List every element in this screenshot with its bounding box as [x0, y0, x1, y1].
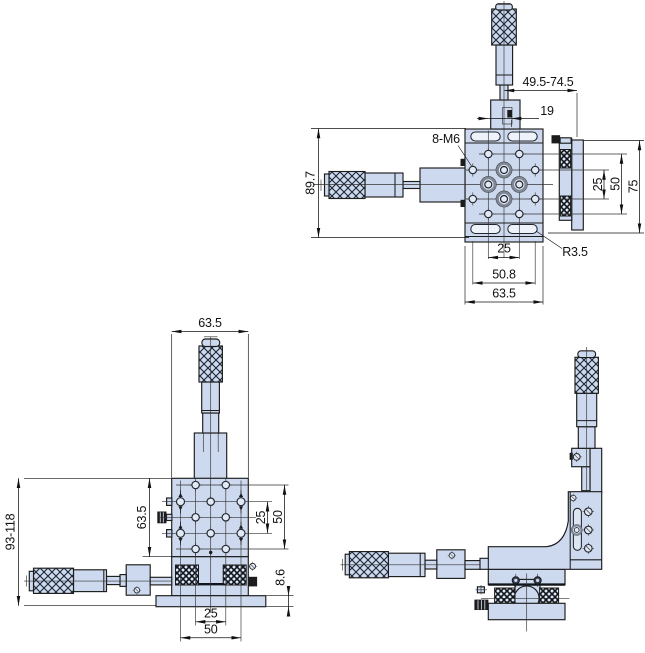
- dim-50-right: 50: [271, 510, 285, 524]
- dim-25-right: 25: [591, 178, 605, 192]
- dim-25-bottom: 25: [204, 606, 218, 620]
- dim-75-right: 75: [627, 180, 641, 194]
- top-dimensions: 49.5-74.5 19 89.7 8-M6 25 50 75 R3.5 25: [304, 75, 644, 305]
- dim-height-range: 93-118: [4, 513, 18, 550]
- dim-25-bottom: 25: [497, 242, 511, 256]
- bearing: [559, 195, 572, 217]
- side-x-micrometer: [340, 549, 499, 579]
- dim-50-8-bottom: 50.8: [492, 268, 516, 282]
- bearing: [494, 587, 516, 604]
- dim-50-bottom: 50: [204, 622, 218, 636]
- side-plate: [571, 139, 584, 231]
- callout-thread: 8-M6: [432, 132, 460, 146]
- side-l-bracket: [479, 491, 603, 570]
- dim-63-5-bottom: 63.5: [492, 287, 516, 301]
- back-plate: [589, 447, 603, 493]
- top-view: 49.5-74.5 19 89.7 8-M6 25 50 75 R3.5 25: [304, 1, 644, 305]
- clamp-screw-tip: [559, 137, 572, 144]
- dim-8-6: 8.6: [274, 569, 288, 586]
- bearing: [539, 587, 560, 604]
- dim-63-5-left: 63.5: [135, 505, 149, 529]
- adjust-screw: [248, 576, 258, 587]
- micrometer-shaft: [402, 180, 421, 190]
- micrometer-barrel: [72, 569, 108, 593]
- bearing: [559, 149, 572, 169]
- callout-radius: R3.5: [562, 245, 588, 259]
- micrometer-cap: [323, 173, 330, 197]
- front-mounting-holes: [175, 477, 246, 560]
- micrometer-spindle: [581, 466, 591, 492]
- mounting-slot: [470, 131, 501, 142]
- front-dimensions: 63.5 93-118 63.5 25 50 8.6 25 50: [4, 316, 294, 640]
- top-y-micrometer: [490, 3, 521, 130]
- dim-50-right: 50: [609, 177, 623, 191]
- micrometer-mount-block: [419, 167, 466, 203]
- side-base-stage: [474, 568, 570, 632]
- micrometer-mount-block: [490, 99, 521, 130]
- micrometer-knob: [328, 170, 366, 200]
- bearing: [222, 564, 247, 586]
- dim-63-5-top: 63.5: [198, 316, 222, 330]
- dim-travel-range: 49.5-74.5: [522, 75, 573, 89]
- side-z-micrometer: [569, 347, 603, 496]
- top-rail-assembly: [551, 135, 584, 231]
- mounting-slot: [507, 223, 538, 235]
- mounting-slot: [470, 223, 501, 235]
- side-view: [340, 347, 603, 632]
- micrometer-barrel: [364, 172, 404, 198]
- front-x-micrometer: [26, 564, 173, 596]
- dim-19: 19: [540, 104, 554, 118]
- mounting-slot: [507, 131, 538, 142]
- dim-25-right: 25: [254, 511, 268, 525]
- micrometer-shaft: [105, 575, 121, 586]
- top-x-micrometer: [320, 158, 466, 207]
- bearing: [175, 564, 199, 586]
- dim-89-7: 89.7: [304, 171, 318, 195]
- clamp-screw: [551, 135, 561, 144]
- front-view: 63.5 93-118 63.5 25 50 8.6 25 50: [4, 316, 294, 642]
